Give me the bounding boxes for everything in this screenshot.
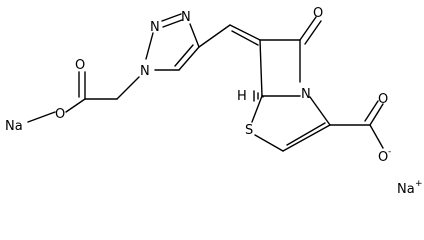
bond-lactam-co-double-a bbox=[299, 16, 317, 41]
bond-c3-n bbox=[309, 96, 331, 126]
atom-n-bridge: N bbox=[301, 87, 311, 102]
atom-o-carboxylate: O bbox=[378, 150, 388, 165]
bond-carboxyl-co-double-a bbox=[369, 103, 384, 126]
bond-o-carbonyl-carbon bbox=[65, 98, 86, 113]
bond-lactam-co-double-b bbox=[304, 20, 322, 45]
bond-c5-c6 bbox=[259, 39, 263, 97]
atom-n2: N bbox=[150, 20, 160, 35]
bond-c5-s bbox=[251, 95, 263, 123]
chemical-structure-diagram: Na O O N N N O H N S O O - Na + bbox=[5, 6, 423, 197]
stereo-hash-bond bbox=[253, 90, 264, 102]
atom-o-carboxyl-top: O bbox=[378, 92, 388, 107]
hash-line bbox=[261, 94, 264, 98]
charge-sodium: + bbox=[415, 179, 423, 189]
bond-n1-n2 bbox=[145, 32, 154, 60]
bond-vinyl-c6-double-a bbox=[229, 24, 261, 41]
bond-carboxyl-co-double-b bbox=[364, 100, 379, 122]
bond-n2-n3-double-a bbox=[161, 13, 182, 22]
bond-n2-n3-double-b bbox=[162, 19, 183, 28]
bond-vinyl-c6-double-b bbox=[231, 30, 259, 46]
bond-carboxyl-o-minus bbox=[369, 124, 384, 149]
atom-o-carbonyl-acetate: O bbox=[75, 58, 85, 73]
atom-n1: N bbox=[140, 64, 150, 79]
bond-c4-c5-double-b bbox=[174, 44, 194, 67]
bond-ch-c3-double-b bbox=[286, 122, 326, 146]
bond-c4-vinyl bbox=[198, 24, 231, 48]
bond-ch2-n1 bbox=[116, 76, 140, 100]
atom-n3: N bbox=[181, 10, 191, 25]
atom-s-ring: S bbox=[245, 123, 253, 138]
bond-na-o bbox=[27, 111, 56, 123]
bond-c4-c5-double-a bbox=[178, 46, 200, 71]
atom-o-lactam: O bbox=[313, 6, 323, 21]
atom-o-ester: O bbox=[55, 107, 65, 122]
bond-s-ch bbox=[254, 134, 284, 152]
bond-ch-c3-double-a bbox=[282, 124, 331, 152]
bonds bbox=[27, 13, 384, 152]
atom-na-left: Na bbox=[5, 119, 23, 134]
atom-h-stereo: H bbox=[237, 89, 247, 104]
charge-carboxylate: - bbox=[388, 147, 391, 157]
atom-na-right: Na bbox=[397, 182, 415, 197]
bond-n3-c4 bbox=[189, 23, 200, 48]
atom-labels: Na O O N N N O H N S O O - Na + bbox=[5, 6, 423, 197]
